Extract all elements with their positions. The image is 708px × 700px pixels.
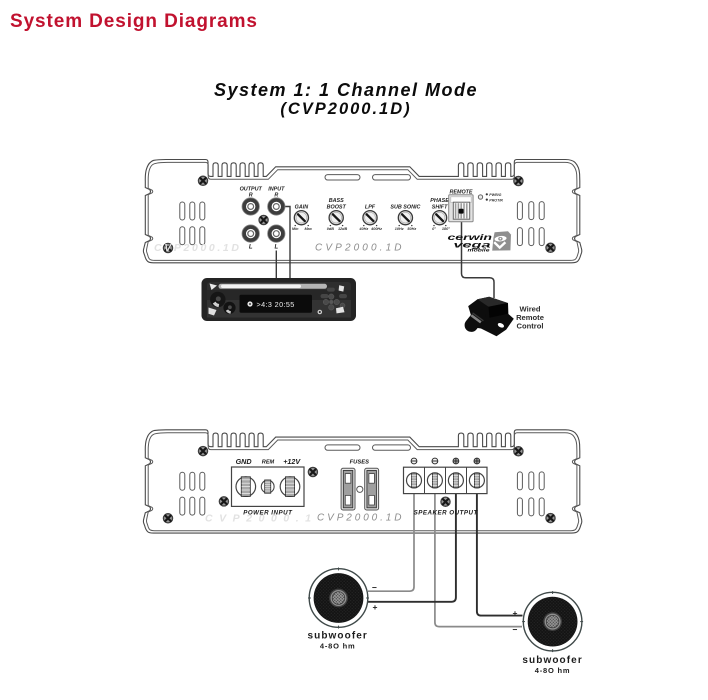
svg-text:4-8O hm: 4-8O hm — [320, 642, 356, 651]
svg-text:REM: REM — [262, 460, 275, 466]
svg-text:4-8O hm: 4-8O hm — [535, 666, 571, 675]
svg-text:INPUT: INPUT — [268, 187, 285, 193]
svg-text:FUSES: FUSES — [350, 459, 369, 465]
svg-text:LPF: LPF — [365, 204, 376, 210]
svg-text:Max: Max — [305, 227, 313, 231]
svg-text:L: L — [249, 245, 253, 251]
svg-text:subwoofer: subwoofer — [522, 655, 582, 666]
svg-text:0dB: 0dB — [327, 227, 334, 231]
svg-text:cerwin: cerwin — [448, 232, 493, 242]
svg-text:PHASE: PHASE — [430, 198, 449, 204]
svg-text:Min: Min — [292, 227, 299, 231]
svg-text:180°: 180° — [442, 227, 450, 231]
svg-text:POWER INPUT: POWER INPUT — [243, 510, 293, 517]
svg-text:BASS: BASS — [329, 198, 344, 204]
svg-text:+: + — [513, 608, 518, 618]
svg-text:CVP2000.1D: CVP2000.1D — [315, 243, 405, 254]
svg-text:PWR/G: PWR/G — [489, 193, 501, 197]
svg-text:L: L — [274, 245, 278, 251]
svg-text:0°: 0° — [432, 227, 436, 231]
svg-text:vega: vega — [454, 240, 492, 250]
svg-text:12dB: 12dB — [338, 227, 348, 231]
svg-text:R: R — [249, 193, 253, 199]
svg-text:Remote: Remote — [516, 313, 544, 322]
svg-text:SPEAKER OUTPUT: SPEAKER OUTPUT — [414, 510, 479, 517]
svg-text:SHIFT: SHIFT — [432, 204, 448, 210]
svg-text:CVP2000.1D: CVP2000.1D — [317, 513, 405, 524]
svg-text:R: R — [274, 193, 278, 199]
svg-text:SUB SONIC: SUB SONIC — [390, 204, 420, 210]
svg-text:40Hz: 40Hz — [358, 227, 368, 231]
svg-text:BOOST: BOOST — [327, 204, 347, 210]
svg-text:CVP2000.1D: CVP2000.1D — [154, 242, 242, 254]
svg-text:REMOTE: REMOTE — [449, 190, 472, 196]
svg-text:−: − — [513, 624, 518, 634]
svg-text:mobile: mobile — [468, 248, 491, 253]
svg-text:50Hz: 50Hz — [407, 227, 416, 231]
svg-text:+12V: +12V — [283, 457, 301, 466]
svg-text:10Hz: 10Hz — [395, 227, 404, 231]
svg-text:OUTPUT: OUTPUT — [240, 187, 263, 193]
svg-text:GAIN: GAIN — [295, 204, 309, 210]
svg-text:GND: GND — [236, 457, 252, 466]
svg-text:+: + — [373, 602, 378, 612]
svg-text:−: − — [372, 583, 377, 593]
svg-text:PROT/R: PROT/R — [489, 198, 503, 202]
svg-text:˃4:3 20:55: ˃4:3 20:55 — [257, 300, 295, 309]
svg-text:subwoofer: subwoofer — [307, 631, 367, 642]
svg-text:400Hz: 400Hz — [370, 227, 382, 231]
svg-text:Wired: Wired — [519, 305, 540, 314]
svg-text:Control: Control — [517, 322, 544, 331]
